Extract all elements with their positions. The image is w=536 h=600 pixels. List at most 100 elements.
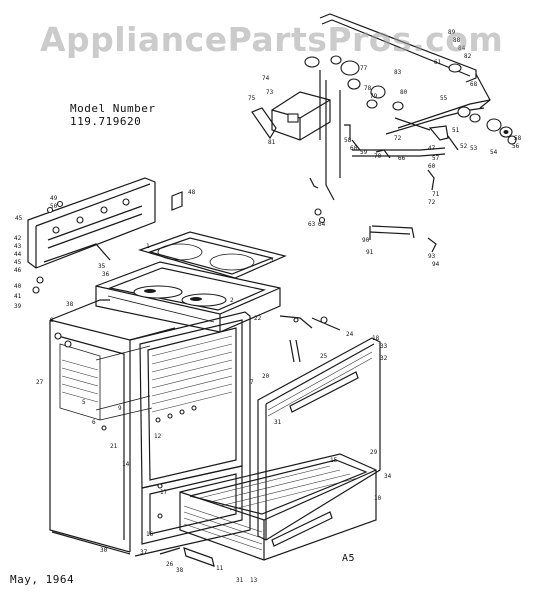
svg-text:32: 32 [380, 355, 388, 362]
svg-text:40: 40 [14, 283, 22, 290]
svg-text:1: 1 [146, 243, 150, 250]
svg-text:52: 52 [460, 143, 468, 150]
svg-text:63: 63 [308, 221, 316, 228]
svg-text:91: 91 [366, 249, 374, 256]
svg-text:55: 55 [440, 95, 448, 102]
svg-text:54: 54 [490, 149, 498, 156]
svg-text:43: 43 [14, 243, 22, 250]
backguard-panel [27, 177, 183, 294]
svg-text:70: 70 [374, 153, 382, 160]
svg-text:29: 29 [370, 449, 378, 456]
svg-text:9: 9 [118, 405, 122, 412]
model-number-value: 119.719620 [70, 115, 142, 128]
svg-text:27: 27 [36, 379, 44, 386]
svg-text:2: 2 [230, 297, 234, 304]
svg-text:38: 38 [66, 301, 74, 308]
svg-text:11: 11 [216, 565, 224, 572]
svg-text:15: 15 [330, 457, 338, 464]
svg-text:66: 66 [398, 155, 406, 162]
range-cabinet [49, 299, 251, 557]
svg-text:44: 44 [14, 251, 22, 258]
svg-text:73: 73 [266, 89, 274, 96]
svg-text:74: 74 [262, 75, 270, 82]
svg-text:56: 56 [512, 143, 520, 150]
svg-text:50: 50 [50, 203, 58, 210]
model-number-heading: Model Number [70, 102, 156, 115]
svg-text:84: 84 [458, 45, 466, 52]
svg-text:17: 17 [160, 489, 168, 496]
svg-text:16: 16 [146, 531, 154, 538]
svg-text:39: 39 [14, 303, 22, 310]
manifold-assembly [251, 13, 517, 224]
svg-text:90: 90 [362, 237, 370, 244]
svg-text:38: 38 [176, 567, 184, 574]
diagram-date: May, 1964 [10, 573, 75, 586]
svg-text:61: 61 [434, 59, 442, 66]
svg-text:57: 57 [432, 155, 440, 162]
svg-text:60: 60 [428, 163, 436, 170]
svg-text:33: 33 [380, 343, 388, 350]
svg-text:10: 10 [374, 495, 382, 502]
svg-text:26: 26 [166, 561, 174, 568]
svg-text:80: 80 [400, 89, 408, 96]
svg-text:82: 82 [464, 53, 472, 60]
svg-text:18: 18 [372, 335, 380, 342]
svg-text:30: 30 [100, 547, 108, 554]
svg-text:47: 47 [428, 145, 436, 152]
svg-text:89: 89 [448, 29, 456, 36]
svg-text:48: 48 [188, 189, 196, 196]
svg-text:81: 81 [268, 139, 276, 146]
svg-text:59: 59 [360, 149, 368, 156]
svg-text:25: 25 [320, 353, 328, 360]
svg-text:14: 14 [122, 461, 130, 468]
svg-text:77: 77 [360, 65, 368, 72]
svg-text:93: 93 [428, 253, 436, 260]
svg-text:13: 13 [250, 577, 258, 584]
svg-text:72: 72 [428, 199, 436, 206]
svg-text:71: 71 [432, 191, 440, 198]
svg-text:34: 34 [384, 473, 392, 480]
svg-text:35: 35 [98, 263, 106, 270]
svg-text:45: 45 [15, 215, 23, 222]
svg-text:20: 20 [262, 373, 270, 380]
svg-text:72: 72 [394, 135, 402, 142]
svg-text:12: 12 [154, 433, 162, 440]
svg-text:83: 83 [394, 69, 402, 76]
broiler-drawer [159, 453, 377, 567]
svg-text:75: 75 [248, 95, 256, 102]
cooktop-assembly [95, 231, 287, 333]
svg-text:51: 51 [452, 127, 460, 134]
svg-text:31: 31 [236, 577, 244, 584]
oven-door [257, 337, 381, 541]
svg-text:94: 94 [432, 261, 440, 268]
small-hardware [279, 225, 437, 363]
svg-text:60: 60 [350, 145, 358, 152]
svg-text:79: 79 [370, 93, 378, 100]
svg-text:68: 68 [470, 81, 478, 88]
svg-text:49: 49 [50, 195, 58, 202]
svg-text:58: 58 [514, 135, 522, 142]
svg-text:5: 5 [82, 399, 86, 406]
svg-text:8: 8 [50, 317, 54, 324]
svg-text:41: 41 [14, 293, 22, 300]
svg-text:31: 31 [274, 419, 282, 426]
svg-text:58: 58 [344, 137, 352, 144]
svg-text:6: 6 [92, 419, 96, 426]
svg-text:21: 21 [110, 443, 118, 450]
svg-text:78: 78 [364, 85, 372, 92]
svg-text:22: 22 [254, 315, 262, 322]
svg-text:46: 46 [14, 267, 22, 274]
svg-text:7: 7 [250, 379, 254, 386]
svg-text:64: 64 [318, 221, 326, 228]
svg-text:3: 3 [270, 257, 274, 264]
svg-text:24: 24 [346, 331, 354, 338]
svg-text:53: 53 [470, 145, 478, 152]
svg-text:42: 42 [14, 235, 22, 242]
svg-text:88: 88 [453, 37, 461, 44]
svg-text:37: 37 [140, 549, 148, 556]
sheet-code: A5 [342, 553, 356, 564]
svg-text:36: 36 [102, 271, 110, 278]
